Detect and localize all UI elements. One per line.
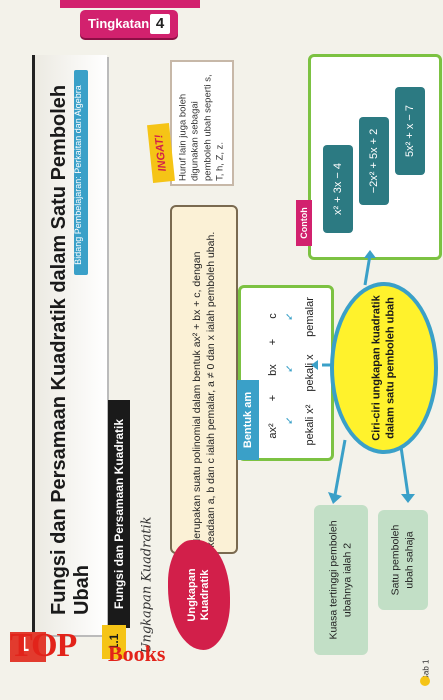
form-number: 4 — [150, 14, 170, 34]
general-form-content: ax² + bx + c ➘ ➘ ➘ pekali x² pekali x pe… — [241, 288, 331, 458]
arrow-icon: ➘ — [285, 312, 294, 323]
chapter-number: 1 — [18, 634, 30, 656]
page-marker — [420, 676, 430, 686]
logo-top: TOP — [10, 627, 77, 664]
example-pill: 5x² + x − 7 — [395, 87, 425, 175]
tab-top-strip — [60, 0, 200, 8]
chapter-banner: Fungsi dan Persamaan Kuadratik dalam Sat… — [32, 55, 107, 635]
characteristic-card: Satu pemboleh ubah sahaja — [378, 510, 428, 610]
logo-books: Books — [108, 641, 166, 666]
topbooks-logo: TOP Books — [0, 625, 190, 685]
form-tab: Tingkatan 4 — [80, 10, 178, 38]
section-title-bar: Fungsi dan Persamaan Kuadratik — [108, 400, 130, 628]
example-pill: −2x² + 5x + 2 — [359, 117, 389, 205]
arrow-icon: ➘ — [285, 364, 294, 375]
chapter-number-box: 1 — [10, 632, 46, 662]
subtitle-strip — [74, 70, 88, 275]
examples-tag: Contoh — [296, 200, 312, 246]
examples-box: x² + 3x − 4 −2x² + 5x + 2 5x² + x − 7 — [308, 54, 442, 260]
definition-box: Merupakan suatu polinomial dalam bentuk … — [170, 205, 238, 554]
definition-tag: Ungkapan Kuadratik — [168, 540, 230, 650]
form-label: Tingkatan — [88, 16, 150, 31]
example-pill: x² + 3x − 4 — [323, 145, 353, 233]
ingat-note: Huruf lain juga boleh digunakan sebagai … — [170, 60, 234, 186]
characteristics-oval: Ciri-ciri ungkapan kuadratik dalam satu … — [330, 282, 438, 454]
characteristic-text: Kuasa tertinggi pemboleh ubahnya ialah 2 — [327, 520, 353, 640]
general-form-tag: Bentuk am — [237, 380, 259, 460]
section-number-box: 1.1 — [102, 625, 126, 659]
characteristic-text: Satu pemboleh ubah sahaja — [389, 524, 415, 596]
characteristic-card: Kuasa tertinggi pemboleh ubahnya ialah 2 — [314, 505, 368, 655]
characteristics-text: Ciri-ciri ungkapan kuadratik dalam satu … — [370, 295, 396, 441]
arrow-icon: ➘ — [285, 416, 294, 427]
